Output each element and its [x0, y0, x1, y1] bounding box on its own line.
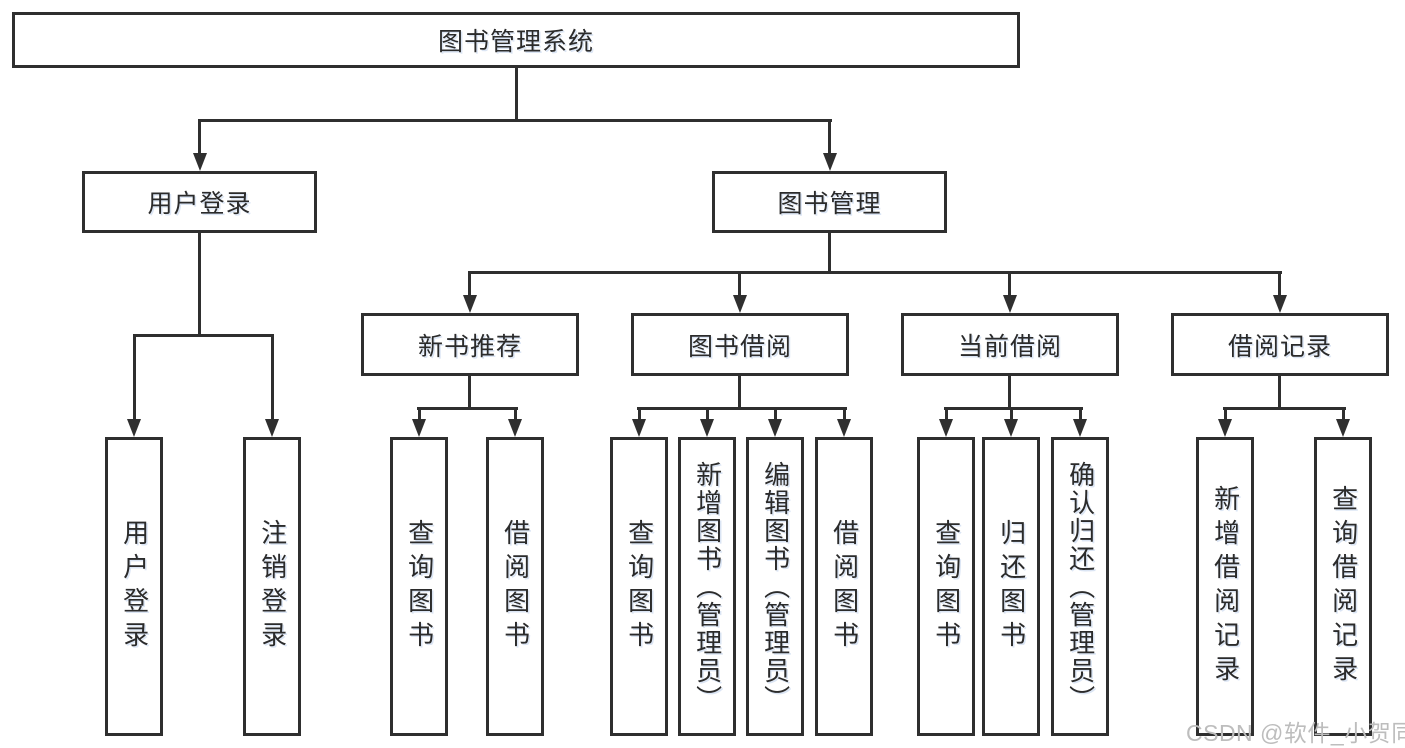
edge-to-book-management [828, 119, 831, 155]
node-label: 图书借阅 [687, 332, 792, 361]
node-label: 查询图书 [404, 518, 435, 655]
leaf-bb-query-books: 查询图书 [610, 437, 668, 736]
edge-book-management-stem [828, 233, 831, 274]
leaf-nbr-query-books: 查询图书 [390, 437, 448, 736]
edge-to-login [133, 334, 136, 421]
edge-nbr-stem [468, 376, 471, 410]
arrow-down-icon [939, 419, 953, 437]
arrow-down-icon [265, 419, 279, 437]
leaf-bb-borrow-books: 借阅图书 [815, 437, 873, 736]
edge-user-login-hline [133, 334, 274, 337]
arrow-down-icon [193, 153, 207, 171]
leaf-br-add-record: 新增借阅记录 [1196, 437, 1254, 736]
leaf-logout: 注销登录 [243, 437, 301, 736]
edge-to-logout [271, 334, 274, 421]
node-current-borrowing: 当前借阅 [901, 313, 1119, 376]
arrow-down-icon [1003, 295, 1017, 313]
leaf-cb-return-books: 归还图书 [982, 437, 1040, 736]
edge-br-hline [1223, 407, 1346, 410]
node-borrowing-records: 借阅记录 [1171, 313, 1389, 376]
node-label: 注销登录 [257, 518, 288, 655]
node-label: 图书管理 [777, 190, 882, 218]
node-label: 新书推荐 [417, 332, 522, 361]
arrow-down-icon [823, 153, 837, 171]
node-label: 当前借阅 [957, 332, 1062, 361]
node-label: 借阅图书 [829, 518, 860, 655]
edge-bb-hline [637, 407, 847, 410]
node-label: 查询借阅记录 [1328, 484, 1359, 689]
arrow-down-icon [733, 295, 747, 313]
node-new-book-recommendation: 新书推荐 [361, 313, 579, 376]
node-label: 图书管理系统 [437, 28, 594, 56]
edge-nbr-hline [417, 407, 518, 410]
node-label: 新增借阅记录 [1210, 484, 1241, 689]
arrow-down-icon [1336, 419, 1350, 437]
edge-level3-hline [468, 271, 1282, 274]
edge-to-book-borrowing [738, 271, 741, 297]
node-library-management-system: 图书管理系统 [12, 12, 1020, 68]
leaf-bb-add-books: 新增图书（管理员） [678, 437, 736, 736]
edge-leaf [843, 407, 846, 423]
edge-leaf [945, 407, 948, 423]
edge-level1-hline [198, 119, 832, 122]
leaf-bb-edit-books: 编辑图书（管理员） [746, 437, 804, 736]
node-label: 新增图书（管理员） [692, 460, 723, 713]
arrow-down-icon [463, 295, 477, 313]
node-label: 用户登录 [147, 190, 252, 218]
arrow-down-icon [127, 419, 141, 437]
node-label: 编辑图书（管理员） [760, 460, 791, 713]
edge-cb-hline [944, 407, 1083, 410]
edge-leaf [1010, 407, 1013, 423]
edge-to-current-borrowing [1008, 271, 1011, 297]
edge-leaf [638, 407, 641, 423]
leaf-br-query-record: 查询借阅记录 [1314, 437, 1372, 736]
node-user-login: 用户登录 [82, 171, 317, 233]
edge-leaf [774, 407, 777, 423]
node-label: 查询图书 [624, 518, 655, 655]
arrow-down-icon [1004, 419, 1018, 437]
edge-leaf [418, 407, 421, 423]
edge-cb-stem [1008, 376, 1011, 410]
node-label: 借阅记录 [1227, 332, 1332, 361]
node-book-borrowing: 图书借阅 [631, 313, 849, 376]
arrow-down-icon [632, 419, 646, 437]
edge-leaf [1342, 407, 1345, 423]
arrow-down-icon [1218, 419, 1232, 437]
edge-leaf [1079, 407, 1082, 423]
edge-user-login-stem [198, 233, 201, 337]
node-label: 用户登录 [119, 518, 150, 655]
arrow-down-icon [700, 419, 714, 437]
node-book-management: 图书管理 [712, 171, 947, 233]
arrow-down-icon [1073, 419, 1087, 437]
arrow-down-icon [1273, 295, 1287, 313]
csdn-watermark: CSDN @软件_小贺同学 [1186, 720, 1405, 746]
edge-br-stem [1278, 376, 1281, 410]
arrow-down-icon [768, 419, 782, 437]
node-label: 查询图书 [931, 518, 962, 655]
leaf-cb-confirm-return: 确认归还（管理员） [1051, 437, 1109, 736]
leaf-user-login: 用户登录 [105, 437, 163, 736]
node-label: 借阅图书 [500, 518, 531, 655]
arrow-down-icon [412, 419, 426, 437]
edge-leaf [514, 407, 517, 423]
edge-leaf [1224, 407, 1227, 423]
leaf-cb-query-books: 查询图书 [917, 437, 975, 736]
edge-root-stem [515, 68, 518, 121]
edge-to-borrowing-records [1278, 271, 1281, 297]
leaf-nbr-borrow-books: 借阅图书 [486, 437, 544, 736]
edge-bb-stem [738, 376, 741, 410]
edge-to-user-login [198, 119, 201, 155]
arrow-down-icon [837, 419, 851, 437]
arrow-down-icon [508, 419, 522, 437]
node-label: 确认归还（管理员） [1065, 460, 1096, 713]
node-label: 归还图书 [996, 518, 1027, 655]
edge-leaf [706, 407, 709, 423]
edge-to-new-book-recommendation [468, 271, 471, 297]
